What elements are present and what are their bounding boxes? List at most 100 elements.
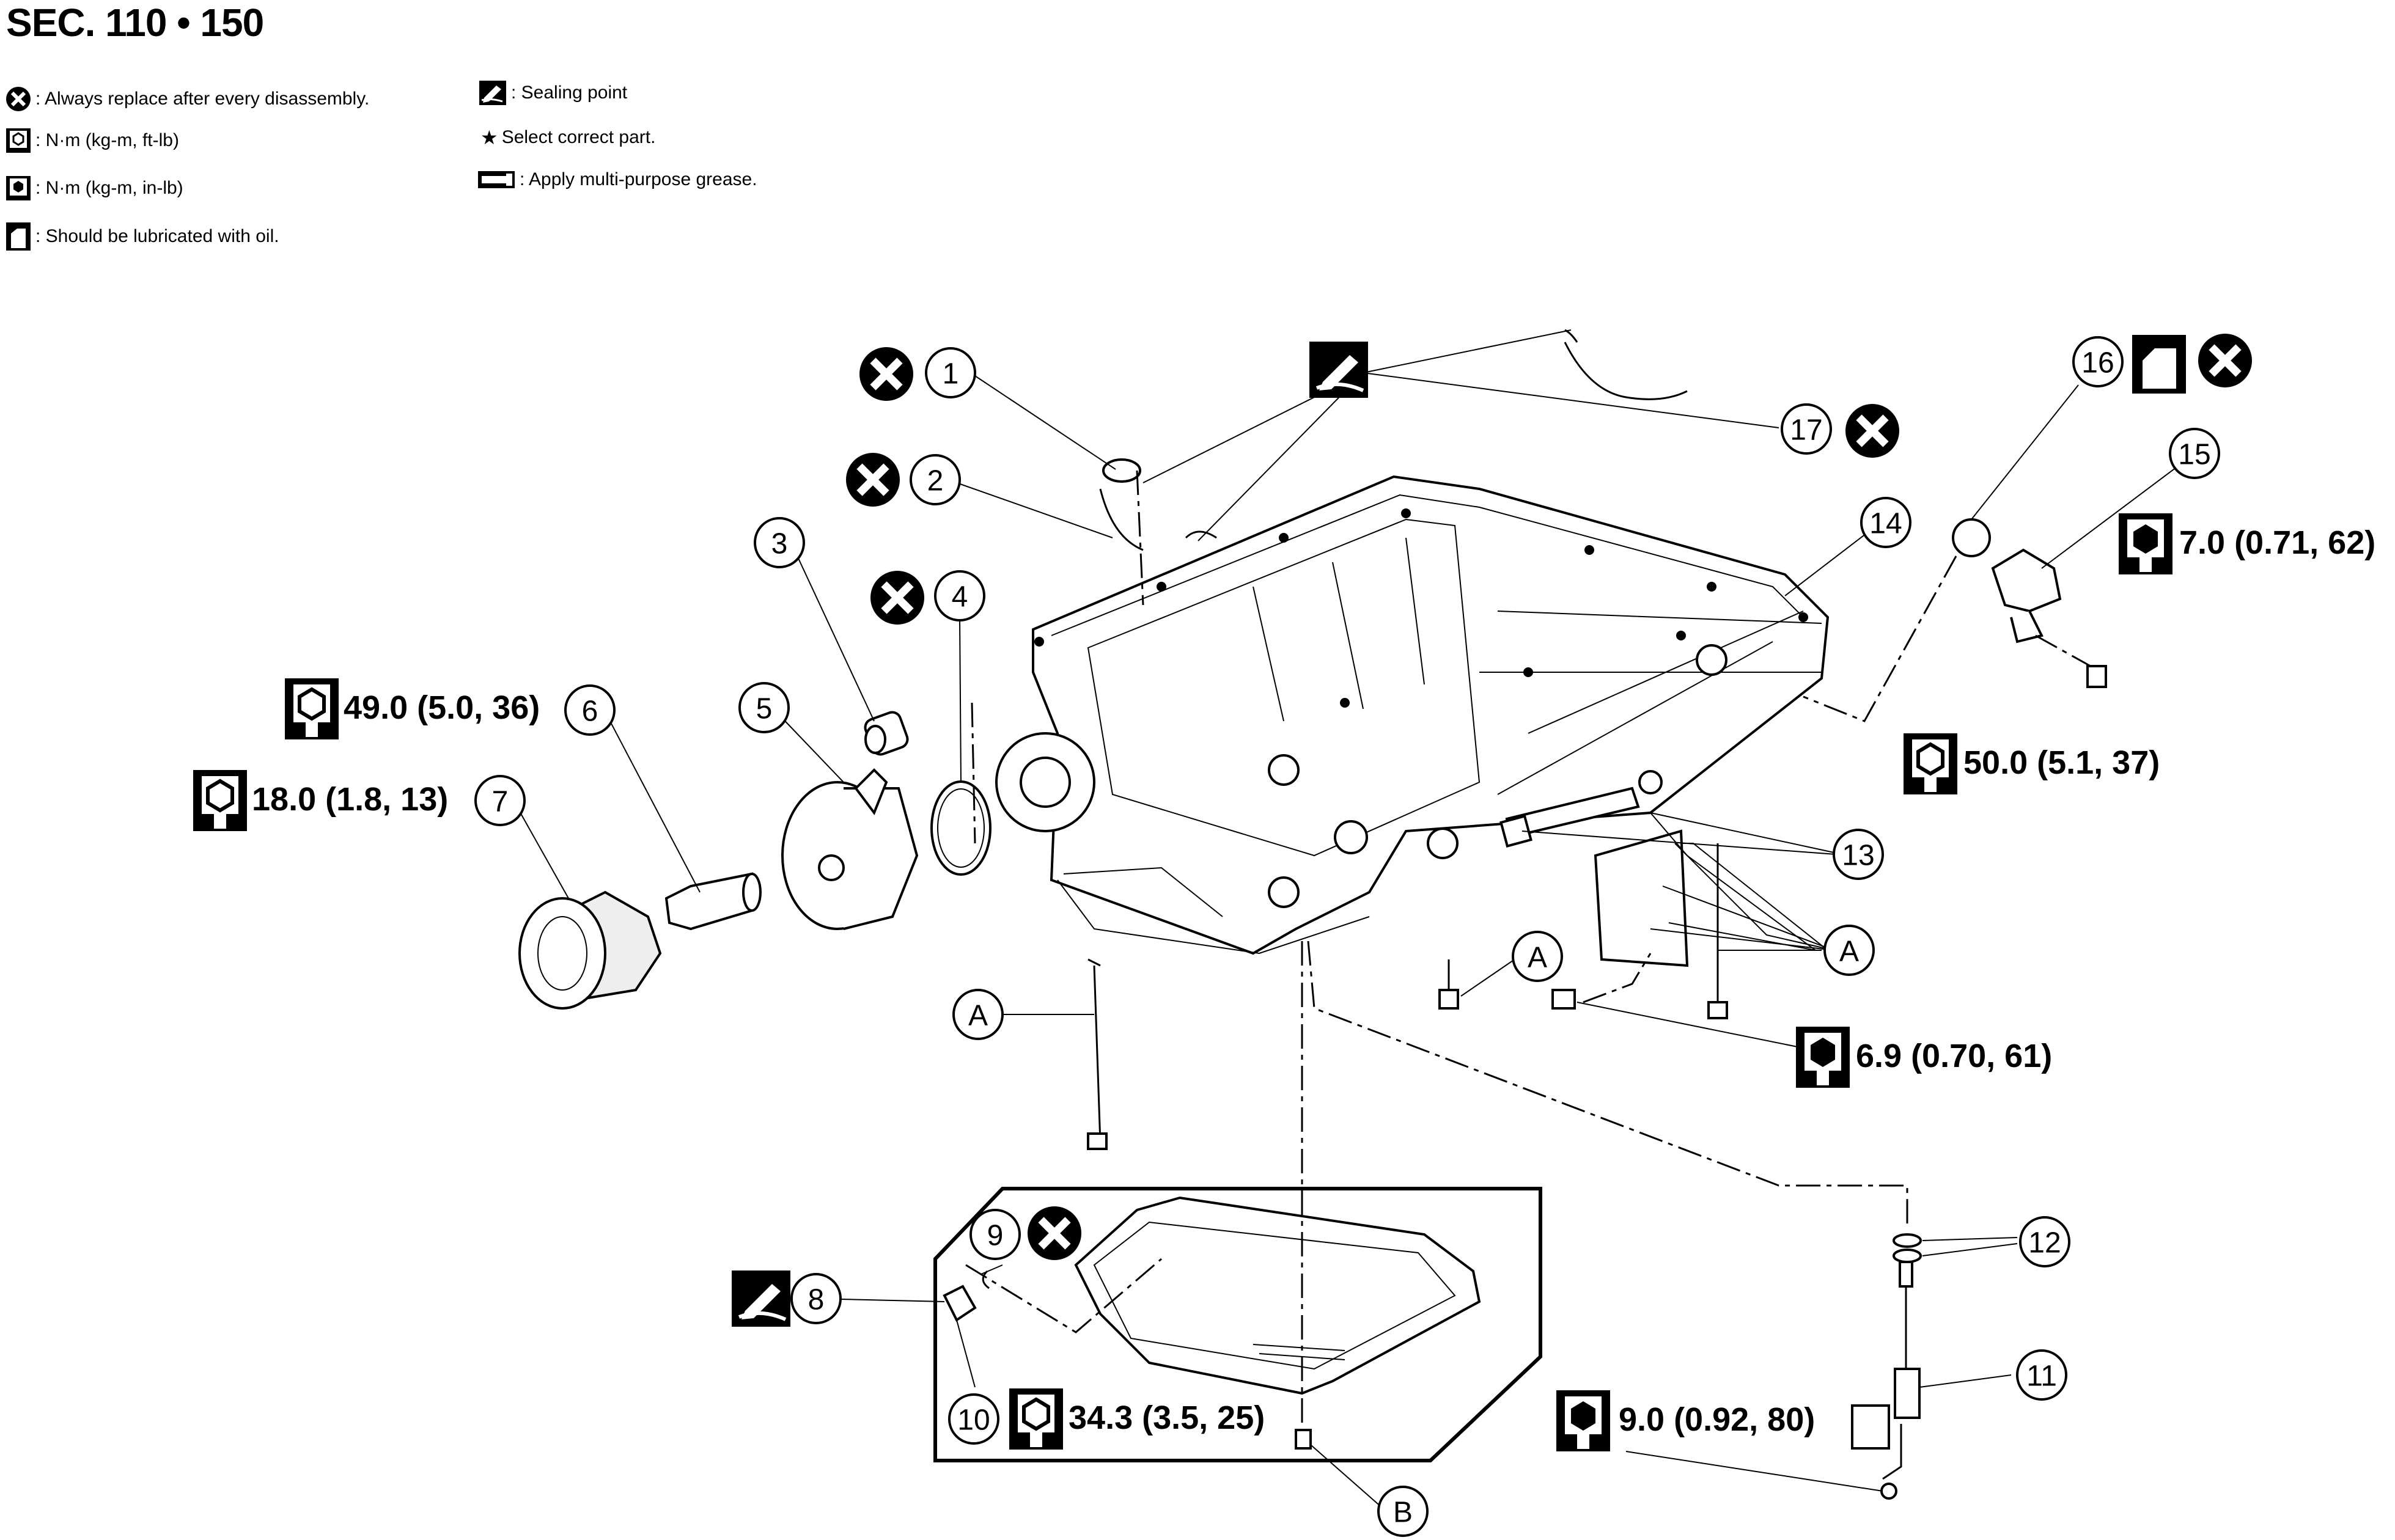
sealing-icon: [479, 81, 506, 105]
callout-7-label: 7: [492, 786, 509, 818]
replace-icon: [859, 347, 913, 401]
callout-a-left: A: [952, 989, 1004, 1040]
drain-plug-10: [943, 1285, 977, 1322]
torque-spec-50-value: 50.0 (5.1, 37): [1963, 744, 2160, 781]
callout-17: 17: [1781, 403, 1832, 455]
rear-oil-seal-17: [1564, 342, 1688, 400]
torque-spec-11-value: 9.0 (0.92, 80): [1619, 1401, 1815, 1438]
callout-16-label: 16: [2081, 347, 2114, 380]
torque-spec-7: 18.0 (1.8, 13): [193, 770, 448, 831]
bolt-69: [1551, 989, 1576, 1010]
torque-spec-6: 49.0 (5.0, 36): [285, 678, 540, 739]
callout-2-label: 2: [927, 465, 944, 497]
o-ring-12a: [1893, 1233, 1922, 1248]
legend-sealing-text: : Sealing point: [511, 82, 628, 103]
callout-1-label: 1: [943, 358, 959, 391]
legend-replace: : Always replace after every disassembly…: [5, 86, 369, 112]
callout-a-left-label: A: [968, 1000, 988, 1032]
oil-filter-7: [518, 890, 662, 1010]
o-ring-1: [1102, 458, 1141, 483]
callout-4: 4: [934, 570, 985, 622]
callout-6: 6: [564, 684, 616, 736]
callout-16: 16: [2072, 336, 2124, 387]
callout-15: 15: [2169, 428, 2220, 479]
callout-6-label: 6: [582, 695, 598, 728]
relief-valve-3: [864, 711, 909, 756]
torque-icon: [1904, 733, 1957, 794]
callout-5-label: 5: [756, 693, 773, 725]
legend-torque-ftlb-text: : N·m (kg-m, ft-lb): [35, 130, 179, 150]
legend-torque-ftlb: : N·m (kg-m, ft-lb): [5, 127, 179, 154]
torque-icon: [193, 770, 247, 831]
torque-spec-69: 6.9 (0.70, 61): [1796, 1027, 2052, 1088]
torque-inlb-icon: [1796, 1027, 1850, 1088]
callout-9: 9: [969, 1209, 1021, 1260]
torque-spec-50: 50.0 (5.1, 37): [1904, 733, 2160, 794]
torque-spec-69-value: 6.9 (0.70, 61): [1856, 1038, 2052, 1074]
replace-icon: [1028, 1206, 1081, 1260]
bolt-head-left: [1087, 1132, 1108, 1150]
o-ring-4: [930, 780, 991, 876]
legend-grease-text: : Apply multi-purpose grease.: [520, 169, 757, 189]
callout-15-label: 15: [2178, 439, 2210, 471]
legend-lubricate: : Should be lubricated with oil.: [5, 221, 279, 252]
callout-1: 1: [925, 347, 976, 398]
o-ring-2: [1099, 488, 1217, 551]
legend-replace-text: : Always replace after every disassembly…: [35, 89, 370, 109]
replace-icon: [6, 87, 31, 111]
replace-icon: [2198, 334, 2252, 387]
callout-a-right-label: A: [1839, 936, 1859, 968]
callout-10-label: 10: [957, 1404, 990, 1437]
o-ring-12b: [1893, 1248, 1922, 1263]
level-sensor-11: [1851, 1261, 1921, 1500]
section-title: SEC. 110 • 150: [6, 1, 264, 45]
replace-icon: [870, 571, 924, 625]
callout-13: 13: [1833, 829, 1884, 880]
callout-8-label: 8: [808, 1284, 825, 1316]
callout-4-label: 4: [952, 581, 968, 614]
callout-7: 7: [474, 775, 526, 826]
lower-oil-pan: [1074, 1196, 1481, 1395]
connector-bolt-6: [664, 872, 762, 931]
sensor-15: [1991, 548, 2107, 688]
callout-5: 5: [738, 682, 790, 733]
grease-icon: [478, 171, 515, 188]
callout-2: 2: [910, 454, 961, 505]
legend-select: ★ Select correct part.: [480, 126, 655, 149]
legend-torque-inlb-text: : N·m (kg-m, in-lb): [35, 178, 183, 198]
legend-sealing: : Sealing point: [478, 79, 627, 106]
bolt-left-a: [1093, 965, 1102, 1143]
torque-icon: [1009, 1388, 1063, 1450]
legend-lubricate-text: : Should be lubricated with oil.: [35, 226, 279, 246]
callout-3-label: 3: [771, 528, 788, 560]
torque-spec-7-value: 18.0 (1.8, 13): [252, 781, 448, 818]
callout-13-label: 13: [1842, 840, 1874, 872]
torque-spec-10: 34.3 (3.5, 25): [1009, 1388, 1265, 1450]
callout-11: 11: [2016, 1349, 2067, 1401]
legend-torque-inlb: : N·m (kg-m, in-lb): [5, 175, 183, 202]
callout-14-label: 14: [1869, 508, 1902, 540]
callout-3: 3: [754, 517, 805, 568]
bolt-b: [1295, 1429, 1312, 1450]
callout-11-label: 11: [2026, 1360, 2057, 1393]
upper-oil-pan: [995, 475, 1830, 955]
torque-inlb-icon: [1556, 1390, 1610, 1451]
legend-grease: : Apply multi-purpose grease.: [477, 169, 757, 191]
callout-12: 12: [2019, 1216, 2070, 1267]
rear-plate-13: [1594, 829, 1689, 967]
oil-can-icon: [6, 222, 31, 251]
callout-17-label: 17: [1790, 414, 1822, 447]
callout-12-label: 12: [2028, 1227, 2061, 1260]
torque-spec-6-value: 49.0 (5.0, 36): [344, 689, 540, 726]
callout-8: 8: [790, 1273, 842, 1324]
replace-icon: [1845, 404, 1899, 458]
torque-spec-15-value: 7.0 (0.71, 62): [2179, 524, 2375, 561]
callout-9-label: 9: [987, 1220, 1004, 1252]
callout-a-center-label: A: [1528, 942, 1547, 974]
sealing-icon: [732, 1270, 790, 1327]
oil-can-icon: [2132, 335, 2186, 394]
sealing-icon: [1309, 342, 1368, 398]
washer-9: [982, 1270, 990, 1289]
callout-b: B: [1377, 1486, 1429, 1537]
